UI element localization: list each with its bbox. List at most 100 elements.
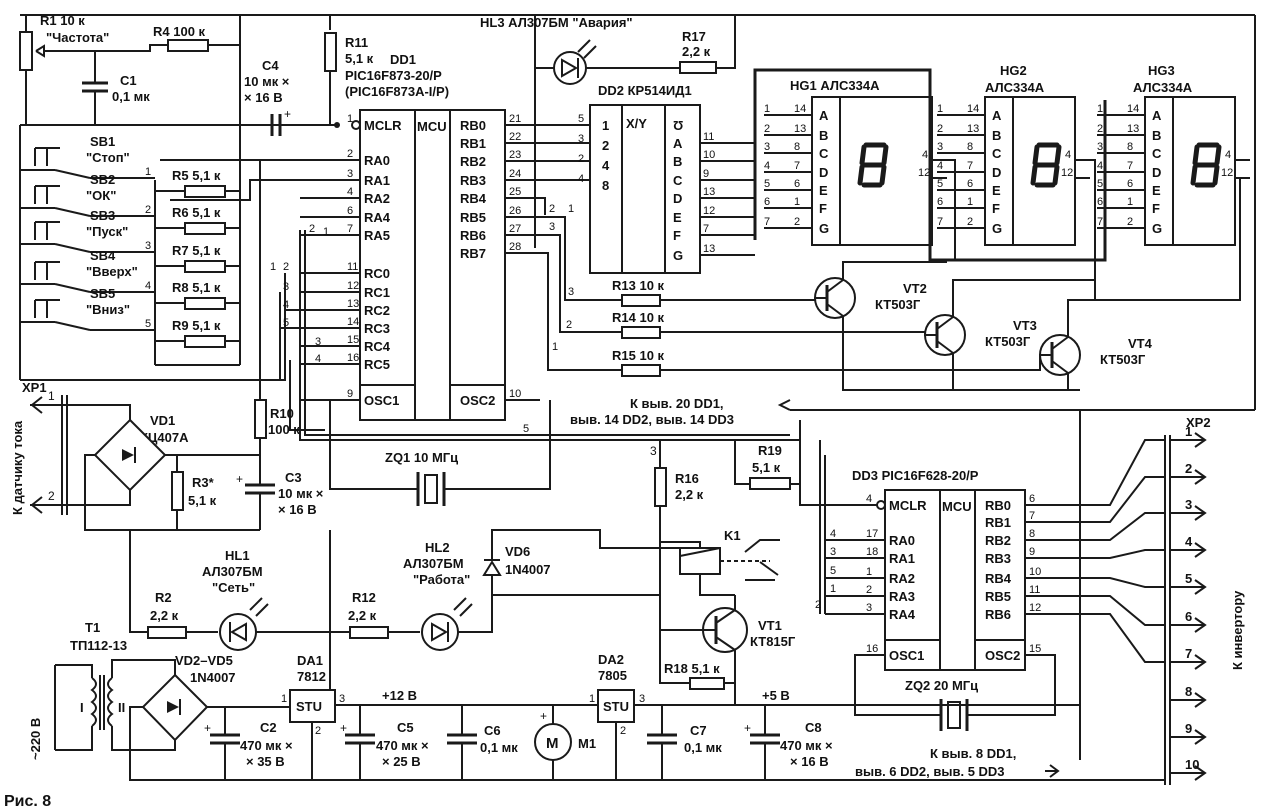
hg1-seg-b: B bbox=[819, 128, 828, 143]
r16-value: 2,2 к bbox=[675, 487, 704, 502]
dd1-pinnum: 22 bbox=[509, 131, 521, 143]
da2-label: DA2 bbox=[598, 652, 624, 667]
svg-text:5: 5 bbox=[830, 565, 836, 577]
r5-resistor: R5 5,1 к bbox=[155, 168, 240, 198]
c1-value: 0,1 мк bbox=[112, 89, 150, 104]
svg-text:7: 7 bbox=[764, 216, 770, 228]
svg-text:16: 16 bbox=[866, 643, 878, 655]
hl1-part: АЛ307БМ bbox=[202, 564, 263, 579]
vt1-part: КТ815Г bbox=[750, 634, 796, 649]
hg2-label: HG2 bbox=[1000, 63, 1027, 78]
r2-label: R2 bbox=[155, 590, 172, 605]
svg-text:3: 3 bbox=[764, 141, 770, 153]
xp2-pin: 5 bbox=[1185, 571, 1192, 586]
svg-text:5: 5 bbox=[523, 423, 529, 435]
svg-text:4: 4 bbox=[145, 280, 151, 292]
c4-value2: × 16 В bbox=[244, 90, 283, 105]
hl2-part: АЛ307БМ bbox=[403, 556, 464, 571]
transformer-t1: T1 ТП112-13 I II ~220 В bbox=[28, 620, 176, 760]
svg-text:5: 5 bbox=[937, 178, 943, 190]
svg-text:3: 3 bbox=[549, 221, 555, 233]
r14-resistor: R14 10 к bbox=[610, 310, 665, 339]
dd2-out: A bbox=[673, 136, 683, 151]
svg-text:7: 7 bbox=[794, 160, 800, 172]
dd2-pinnum: 10 bbox=[703, 149, 715, 161]
dd2-pinnum: 5 bbox=[578, 113, 584, 125]
zq1-crystal: ZQ1 10 МГц bbox=[329, 400, 551, 506]
svg-text:3: 3 bbox=[830, 546, 836, 558]
svg-text:2: 2 bbox=[315, 725, 321, 737]
svg-text:2: 2 bbox=[566, 319, 572, 331]
tr-i: I bbox=[80, 700, 84, 715]
c3-value: 10 мк × bbox=[278, 486, 324, 501]
svg-text:10: 10 bbox=[1029, 566, 1041, 578]
xp2-pin: 4 bbox=[1185, 534, 1193, 549]
hg2-part: АЛС334А bbox=[985, 80, 1045, 95]
xp2-pin: 1 bbox=[1185, 424, 1192, 439]
vt4-label: VT4 bbox=[1128, 336, 1153, 351]
svg-text:3: 3 bbox=[283, 281, 289, 293]
hg3-part: АЛС334А bbox=[1133, 80, 1193, 95]
dd3-pin-rb5: RB5 bbox=[985, 589, 1011, 604]
r1-potentiometer: R1 10 к "Частота" bbox=[19, 13, 151, 125]
note-vdd-2: выв. 14 DD2, выв. 14 DD3 bbox=[570, 412, 734, 427]
dd1-pin-rc0: RC0 bbox=[364, 266, 390, 281]
dd1-pinnum: 6 bbox=[347, 205, 353, 217]
r2-value: 2,2 к bbox=[150, 608, 179, 623]
dd2-pinnum: 7 bbox=[703, 223, 709, 235]
hg2-seg-e: E bbox=[992, 183, 1001, 198]
r10-resistor: R10 100 к bbox=[254, 180, 300, 455]
dd1-left-pins: MCLR1RA02RA13RA24RA46RA57RC011RC112RC213… bbox=[299, 113, 800, 441]
hg3-label: HG3 bbox=[1148, 63, 1175, 78]
svg-text:17: 17 bbox=[866, 528, 878, 540]
svg-text:2: 2 bbox=[620, 725, 626, 737]
c4-capacitor: + C4 10 мк × × 16 В bbox=[244, 58, 291, 136]
da1-regulator: DA1 7812 STU 1 3 2 bbox=[281, 653, 600, 780]
dd2-pinnum: 12 bbox=[703, 205, 715, 217]
dd1-pinnum: 28 bbox=[509, 241, 521, 253]
svg-text:7: 7 bbox=[1097, 216, 1103, 228]
dd1-pinnum: 13 bbox=[347, 298, 359, 310]
dd2-out: Ʊ bbox=[673, 118, 683, 133]
svg-text:3: 3 bbox=[315, 336, 321, 348]
hg2-seg-f: F bbox=[992, 201, 1000, 216]
dd1-pin-ra1: RA1 bbox=[364, 173, 390, 188]
sb3-label: SB3 bbox=[90, 208, 115, 223]
c2-label: C2 bbox=[260, 720, 277, 735]
svg-text:13: 13 bbox=[1127, 123, 1139, 135]
hg2-seg-g: G bbox=[992, 221, 1002, 236]
svg-text:6: 6 bbox=[967, 178, 973, 190]
dd3-pin-mclr: MCLR bbox=[889, 498, 927, 513]
hl2-led: HL2 АЛ307БМ "Работа" bbox=[403, 540, 660, 651]
hg3-seg-d: D bbox=[1152, 165, 1161, 180]
r5-label: R5 5,1 к bbox=[172, 168, 221, 183]
svg-text:12: 12 bbox=[1221, 167, 1233, 179]
svg-text:6: 6 bbox=[1097, 196, 1103, 208]
dd1-pin-ra4: RA4 bbox=[364, 210, 391, 225]
vt3-label: VT3 bbox=[1013, 318, 1037, 333]
svg-text:2: 2 bbox=[794, 216, 800, 228]
svg-text:+: + bbox=[744, 721, 751, 735]
xp2-note: К инвертору bbox=[1230, 590, 1245, 670]
hg2-seg-b: B bbox=[992, 128, 1001, 143]
svg-text:1: 1 bbox=[1127, 196, 1133, 208]
c2-value: 470 мк × bbox=[240, 738, 293, 753]
da2-regulator: DA2 7805 STU 1 3 2 bbox=[589, 652, 1080, 780]
dd1-pinnum: 23 bbox=[509, 149, 521, 161]
r8-resistor: R8 5,1 к bbox=[155, 280, 240, 310]
sb1-label: SB1 bbox=[90, 134, 115, 149]
sb5-label: SB5 bbox=[90, 286, 115, 301]
dd1-pin-ra5: RA5 bbox=[364, 228, 390, 243]
svg-text:4: 4 bbox=[937, 160, 943, 172]
svg-text:+: + bbox=[540, 709, 547, 723]
c8-capacitor: + C8 470 мк × × 16 В bbox=[744, 705, 833, 780]
dd1-pin-rb5: RB5 bbox=[460, 210, 486, 225]
svg-text:3: 3 bbox=[1097, 141, 1103, 153]
dd2-pinnum: 3 bbox=[578, 133, 584, 145]
r6-label: R6 5,1 к bbox=[172, 205, 221, 220]
hg3-seg-b: B bbox=[1152, 128, 1161, 143]
r6-resistor: R6 5,1 к bbox=[155, 205, 240, 235]
